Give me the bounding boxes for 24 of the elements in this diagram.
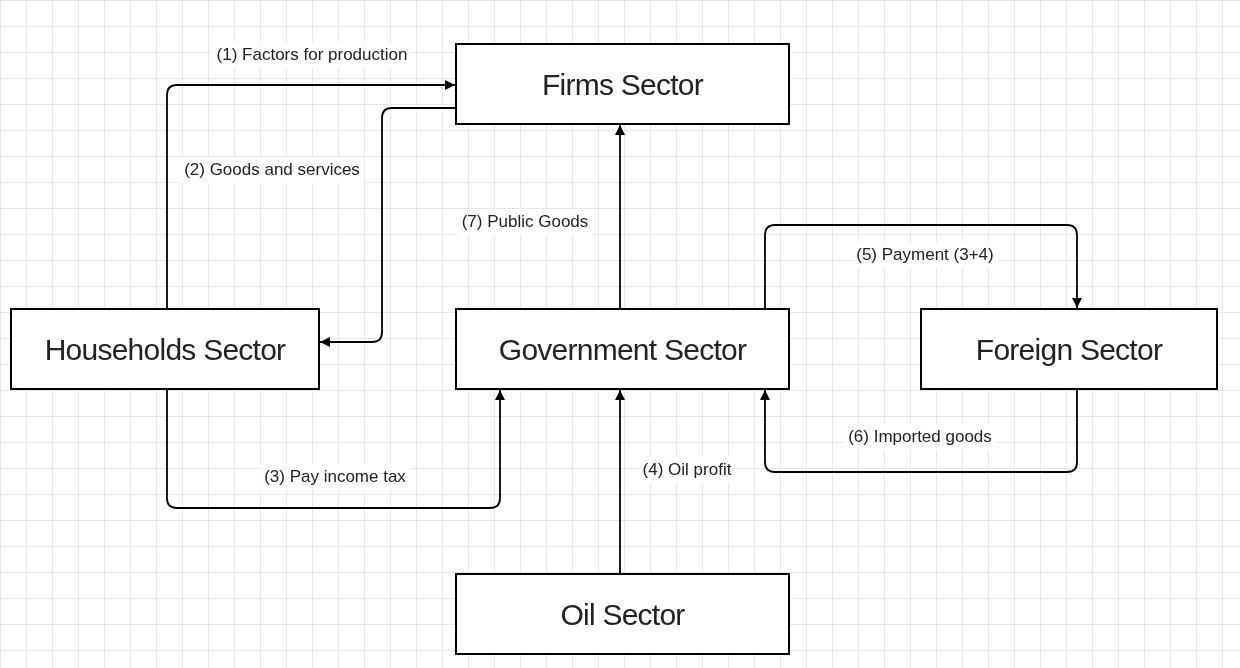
sector-box: [10, 308, 320, 390]
sector-name: Oil Sector: [560, 596, 685, 633]
sector-box: [920, 308, 1218, 390]
edge-label: (6) Imported goods: [844, 424, 996, 450]
edge-label: (1) Factors for production: [212, 42, 412, 68]
arrow: [615, 389, 625, 574]
arrow: [764, 224, 1082, 309]
arrow: [166, 389, 505, 509]
sector-name: Firms Sector: [542, 66, 703, 103]
sector-name: Government Sector: [498, 331, 747, 368]
edge-label: (7) Public Goods: [457, 209, 593, 235]
sector-box: [455, 43, 790, 125]
arrow: [615, 124, 625, 309]
arrow: [319, 107, 456, 347]
sector-box: [455, 308, 790, 390]
sector-name: Households Sector: [44, 331, 286, 368]
sector-name: Foreign Sector: [975, 331, 1163, 368]
edge-label: (5) Payment (3+4): [852, 242, 998, 268]
edge-label: (4) Oil profit: [638, 457, 736, 483]
arrow: [166, 80, 456, 309]
arrow: [760, 389, 1078, 473]
sector-box: [455, 573, 790, 655]
edge-label: (3) Pay income tax: [260, 464, 410, 490]
edge-label: (2) Goods and services: [180, 157, 364, 183]
